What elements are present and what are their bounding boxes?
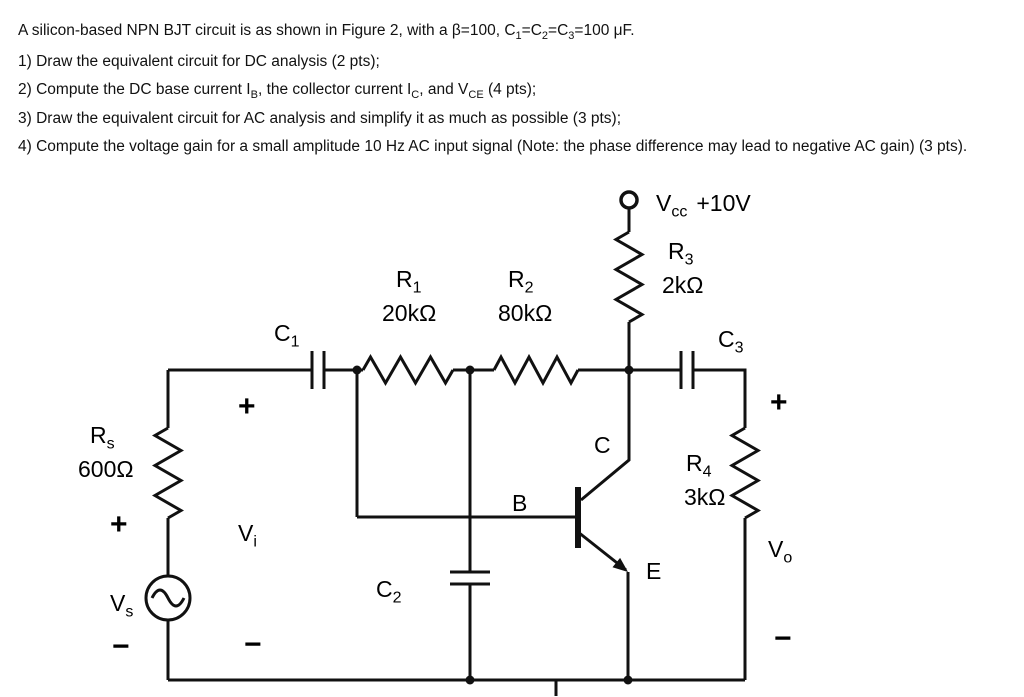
label-r3: R3 xyxy=(668,238,694,270)
component-subscript: 1 xyxy=(412,279,422,297)
resistor-r4-symbol xyxy=(728,426,762,520)
vs-minus-sign: − xyxy=(112,630,130,663)
label-r1: R1 xyxy=(396,266,422,298)
label-base: B xyxy=(512,490,528,516)
text-segment: A silicon-based NPN BJT circuit is as sh… xyxy=(18,22,516,39)
subscript: B xyxy=(250,89,258,102)
component-name: R xyxy=(668,238,685,264)
bjt-collector-lead xyxy=(580,370,631,502)
vs-plus-sign: + xyxy=(110,508,128,541)
component-subscript: 3 xyxy=(684,251,694,269)
component-name: V xyxy=(768,536,784,562)
label-emitter: E xyxy=(646,558,662,584)
text-segment: 1) Draw the equivalent circuit for DC an… xyxy=(18,53,380,70)
text-segment: , the collector current I xyxy=(257,81,412,98)
label-r4-value: 3kΩ xyxy=(684,484,726,510)
label-r1-value: 20kΩ xyxy=(382,300,437,326)
vi-plus-sign: + xyxy=(238,390,256,423)
component-subscript: 1 xyxy=(290,333,300,351)
label-rs-value: 600Ω xyxy=(78,456,134,482)
component-name: V xyxy=(656,190,672,216)
text-segment: , and V xyxy=(419,81,469,98)
problem-question-3: 3) Draw the equivalent circuit for AC an… xyxy=(18,110,621,128)
resistor-rs-symbol xyxy=(151,426,185,520)
text-segment: =100 μF. xyxy=(574,22,635,39)
problem-question-1: 1) Draw the equivalent circuit for DC an… xyxy=(18,53,380,71)
text-segment: 3) Draw the equivalent circuit for AC an… xyxy=(18,110,622,127)
junction-dot xyxy=(623,675,633,685)
vo-minus-sign: − xyxy=(774,622,792,655)
junction-dot xyxy=(352,365,362,375)
component-subscript: s xyxy=(106,435,115,453)
label-vi: Vi xyxy=(238,520,257,552)
component-subscript: i xyxy=(253,533,257,551)
text-segment: =C xyxy=(548,22,569,39)
component-name: V xyxy=(110,590,126,616)
subscript: C xyxy=(411,89,420,102)
subscript: 1 xyxy=(515,30,522,43)
component-name: C xyxy=(718,326,735,352)
text-segment: =C xyxy=(521,22,542,39)
component-subscript: 4 xyxy=(702,463,712,481)
component-subscript: s xyxy=(125,603,134,621)
component-name: C xyxy=(376,576,393,602)
text-segment: 2) Compute the DC base current I xyxy=(18,81,251,98)
component-name: R xyxy=(686,450,703,476)
resistor-r1-symbol xyxy=(361,353,455,387)
problem-question-2: 2) Compute the DC base current IB, the c… xyxy=(18,81,536,101)
text-segment: 4) Compute the voltage gain for a small … xyxy=(18,138,968,155)
junction-dot xyxy=(465,365,475,375)
component-subscript: o xyxy=(783,549,793,567)
label-vs: Vs xyxy=(110,590,133,622)
problem-intro-line: A silicon-based NPN BJT circuit is as sh… xyxy=(18,22,635,42)
resistor-r3-symbol xyxy=(612,230,646,324)
component-subscript: 3 xyxy=(734,339,744,357)
label-c3: C3 xyxy=(718,326,744,358)
label-rs: Rs xyxy=(90,422,115,454)
resistor-r2-symbol xyxy=(492,353,580,387)
component-subscript: 2 xyxy=(524,279,534,297)
component-value: +10V xyxy=(696,190,751,216)
component-name: R xyxy=(396,266,413,292)
component-name: R xyxy=(508,266,525,292)
component-subscript: 2 xyxy=(392,589,402,607)
vo-plus-sign: + xyxy=(770,386,788,419)
problem-question-4: 4) Compute the voltage gain for a small … xyxy=(18,138,967,156)
component-name: C xyxy=(274,320,291,346)
label-r4: R4 xyxy=(686,450,712,482)
junction-dot xyxy=(465,675,475,685)
subscript: 3 xyxy=(568,30,575,43)
label-r3-value: 2kΩ xyxy=(662,272,704,298)
label-c1: C1 xyxy=(274,320,300,352)
subscript: 2 xyxy=(541,30,549,43)
junction-dot xyxy=(624,365,634,375)
vi-minus-sign: − xyxy=(244,628,262,661)
component-name: V xyxy=(238,520,254,546)
emitter-arrow-icon xyxy=(612,557,628,572)
label-vo: Vo xyxy=(768,536,792,568)
label-r2-value: 80kΩ xyxy=(498,300,553,326)
component-subscript: cc xyxy=(671,203,688,221)
label-vcc: Vcc +10V xyxy=(656,190,751,222)
label-c2: C2 xyxy=(376,576,402,608)
vcc-terminal-icon xyxy=(619,190,639,210)
wire-c3-to-r4 xyxy=(693,368,747,428)
subscript: CE xyxy=(468,89,484,102)
sine-wave-icon xyxy=(150,588,186,608)
text-segment: (4 pts); xyxy=(483,81,537,98)
label-collector: C xyxy=(594,432,611,458)
component-name: R xyxy=(90,422,107,448)
label-r2: R2 xyxy=(508,266,534,298)
